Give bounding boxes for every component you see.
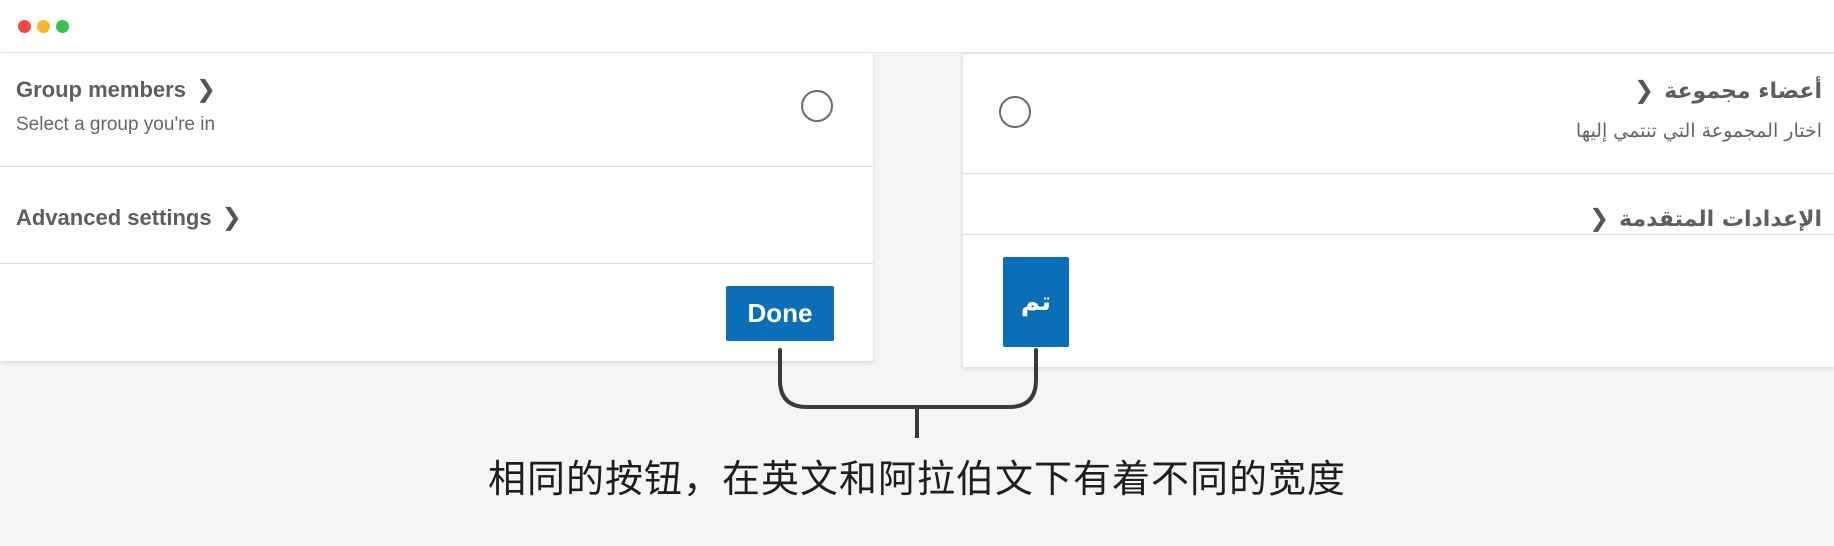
divider xyxy=(963,234,1834,235)
chevron-left-icon: ❯ xyxy=(1634,76,1655,104)
group-members-subtitle: Select a group you're in xyxy=(16,114,216,135)
chevron-left-icon: ❯ xyxy=(1589,204,1610,232)
arabic-settings-panel: أعضاء مجموعة ❯ اختار المجموعة التي تنتمي … xyxy=(962,53,1834,367)
chevron-right-icon: ❯ xyxy=(221,204,242,231)
group-members-radio-arabic[interactable] xyxy=(999,96,1031,128)
divider xyxy=(963,173,1834,174)
group-members-row-arabic[interactable]: أعضاء مجموعة ❯ xyxy=(1624,76,1822,104)
caption: 相同的按钮，在英文和阿拉伯文下有着不同的宽度 xyxy=(487,457,1346,501)
advanced-settings-title-arabic: الإعدادات المتقدمة xyxy=(1619,207,1822,232)
english-settings-panel: Group members❯ Select a group you're in … xyxy=(0,53,873,361)
chevron-right-icon: ❯ xyxy=(195,76,217,103)
advanced-settings-row[interactable]: Advanced settings ❯ xyxy=(16,203,252,232)
divider xyxy=(0,166,873,167)
advanced-settings-row-arabic[interactable]: الإعدادات المتقدمة ❯ xyxy=(1579,204,1822,232)
done-button-arabic[interactable]: تم xyxy=(1003,257,1069,347)
done-button-english[interactable]: Done xyxy=(726,286,834,341)
window-titlebar xyxy=(0,0,1834,53)
divider xyxy=(0,263,873,264)
zoom-window-icon[interactable] xyxy=(56,20,69,33)
close-window-icon[interactable] xyxy=(18,20,31,33)
group-members-title: Group members xyxy=(16,77,186,102)
group-members-title-arabic: أعضاء مجموعة xyxy=(1664,79,1822,104)
advanced-settings-title: Advanced settings xyxy=(16,205,212,230)
group-members-row[interactable]: Group members ❯ xyxy=(16,75,226,104)
minimize-window-icon[interactable] xyxy=(37,20,50,33)
group-members-subtitle-arabic: اختار المجموعة التي تنتمي إليها xyxy=(1575,120,1822,142)
group-members-radio[interactable] xyxy=(801,90,833,122)
